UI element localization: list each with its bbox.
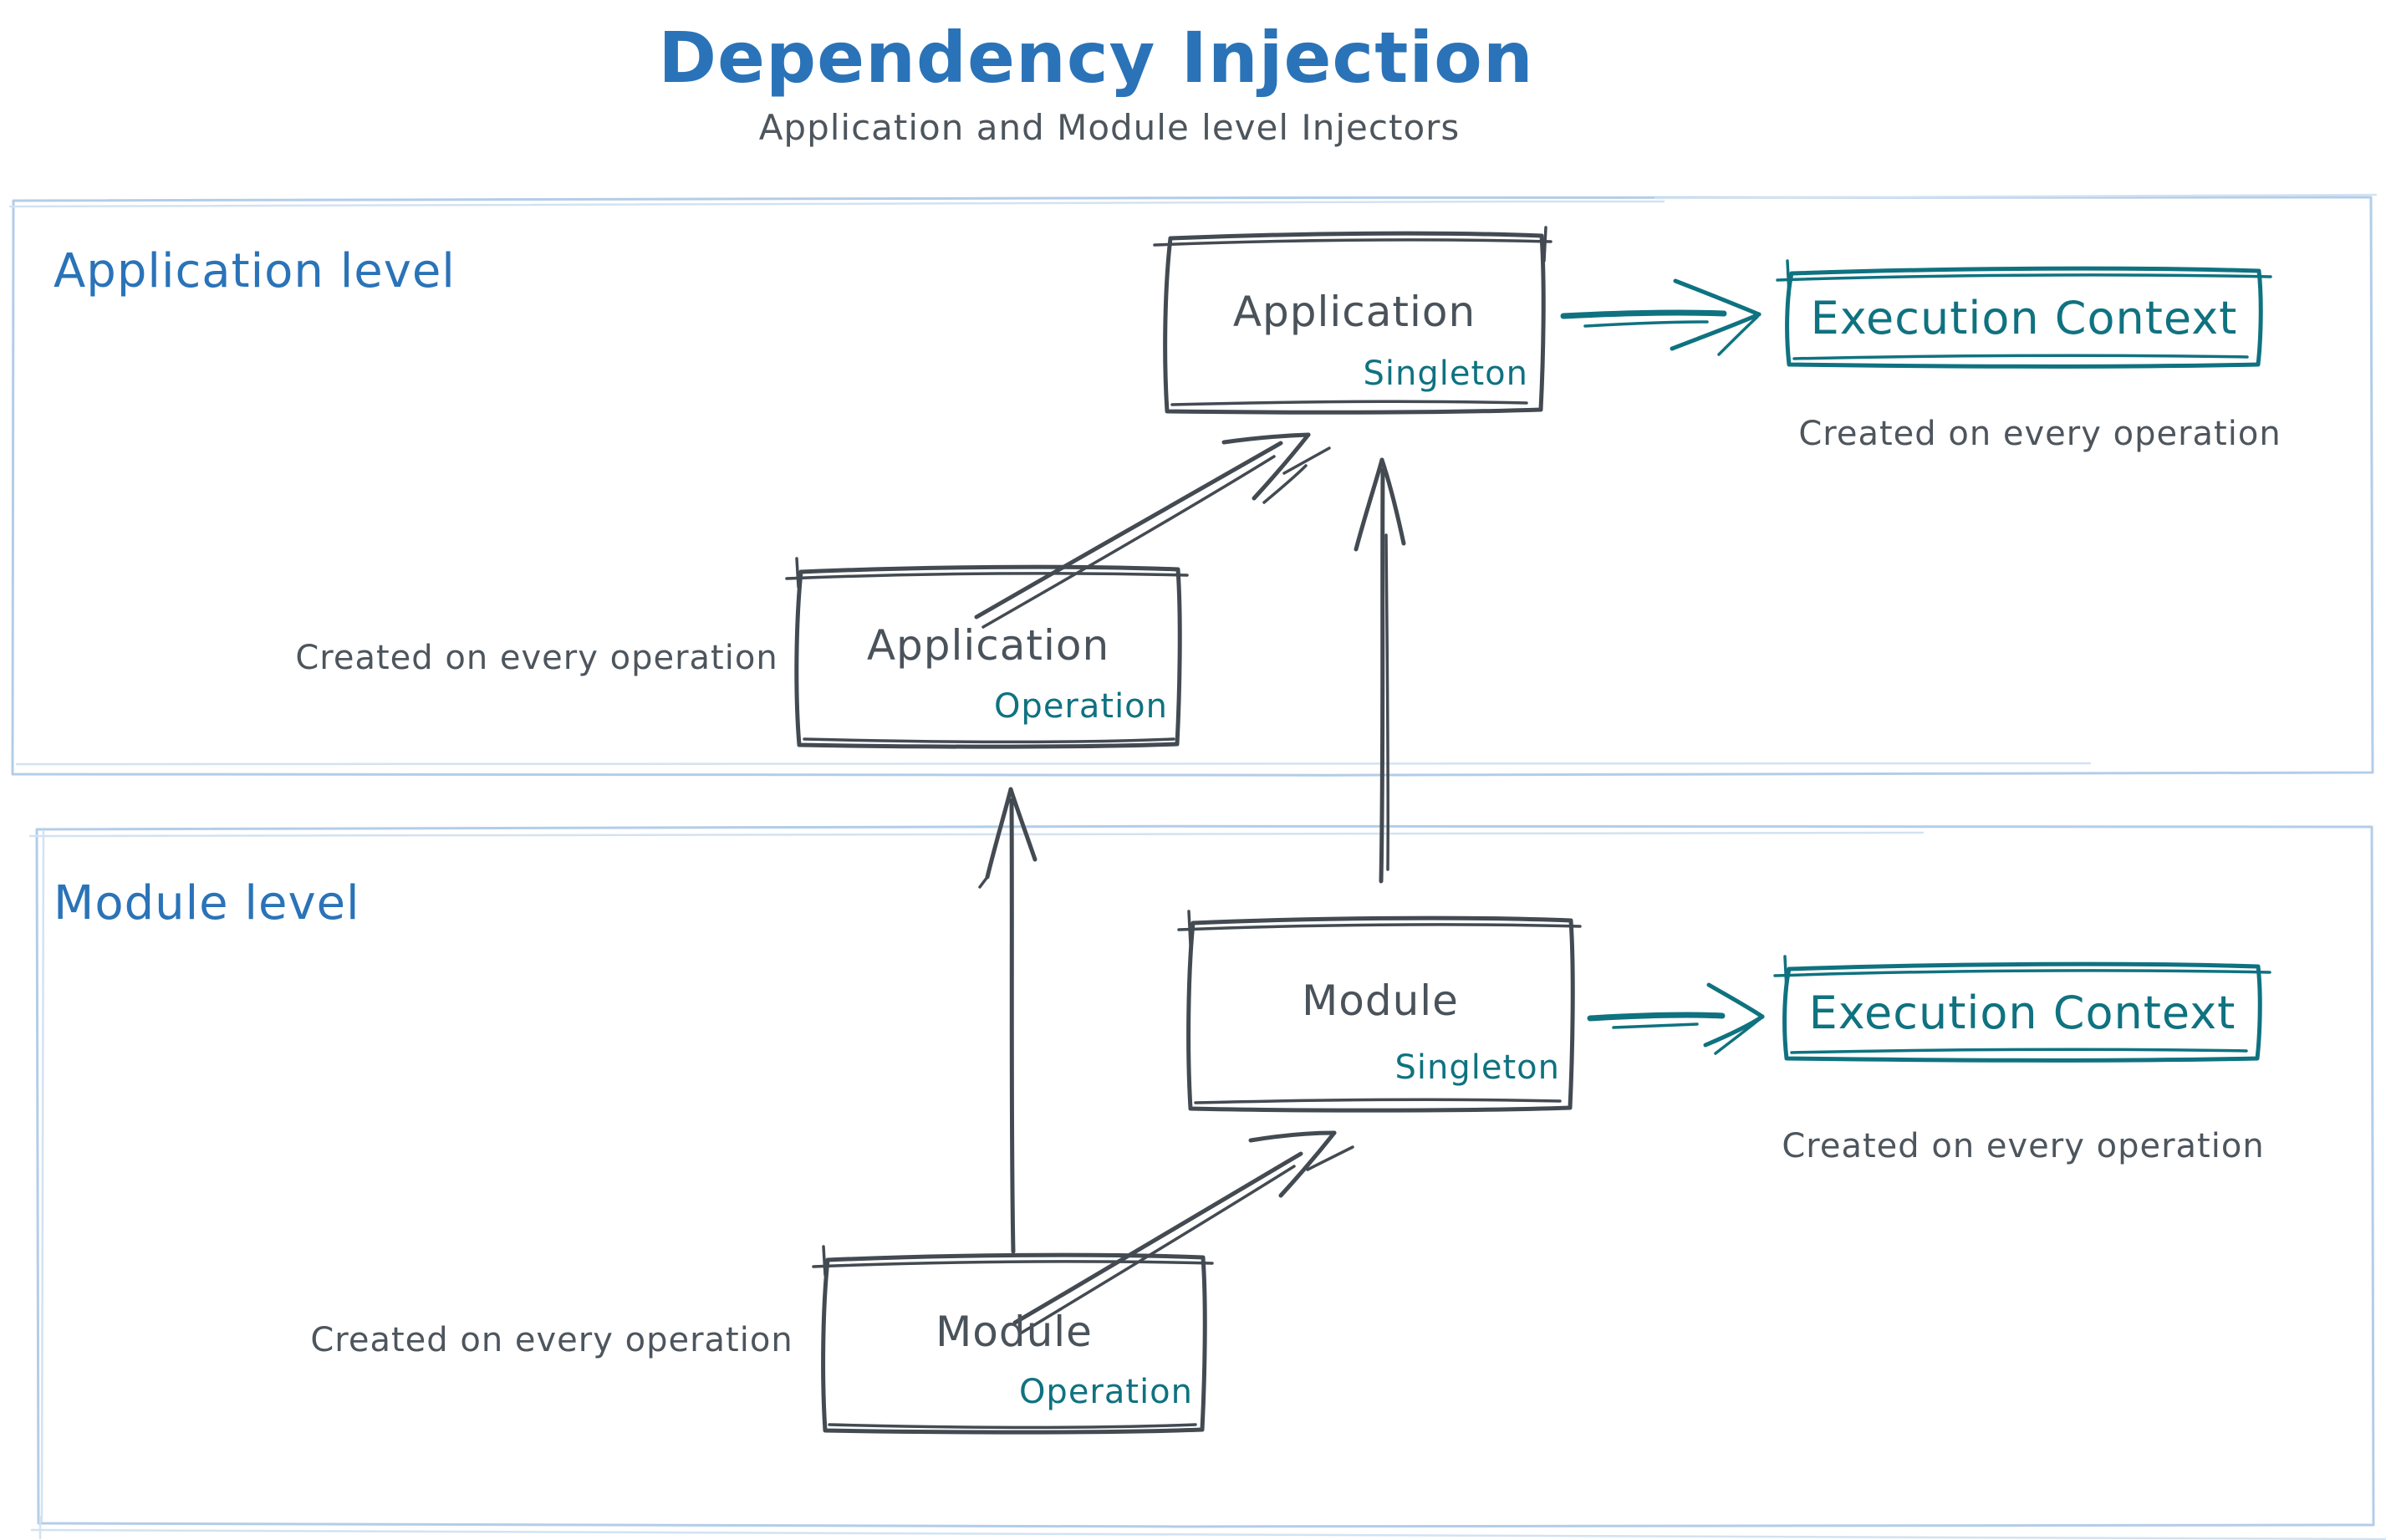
diagram-subtitle: Application and Module level Injectors xyxy=(758,107,1461,148)
module-singleton-box xyxy=(1177,910,1582,1113)
execution-context-module-label: Execution Context xyxy=(1808,986,2236,1039)
app-singleton-box xyxy=(1153,226,1552,415)
execution-context-app-box xyxy=(1776,259,2272,369)
arrow-module-singleton-to-app-singleton xyxy=(1354,457,1406,884)
app-singleton-scope: Singleton xyxy=(1363,354,1528,393)
app-singleton-label: Application xyxy=(1232,288,1476,336)
app-operation-scope: Operation xyxy=(993,687,1168,726)
execution-context-app-label: Execution Context xyxy=(1810,291,2238,344)
arrow-app-operation-to-app-singleton xyxy=(974,432,1331,629)
module-operation-scope: Operation xyxy=(1018,1373,1193,1411)
module-level-label: Module level xyxy=(54,876,360,931)
arrow-module-operation-to-module-singleton xyxy=(1012,1130,1354,1334)
application-level-label: Application level xyxy=(54,244,456,298)
arrow-module-singleton-to-execution-context xyxy=(1587,982,1765,1055)
caption-execution-context-module: Created on every operation xyxy=(1782,1127,2265,1165)
module-operation-label: Module xyxy=(936,1307,1093,1356)
diagram-title: Dependency Injection xyxy=(658,17,1534,99)
execution-context-module-box xyxy=(1773,955,2271,1063)
caption-app-operation: Created on every operation xyxy=(295,639,778,677)
caption-execution-context-app: Created on every operation xyxy=(1798,415,2281,453)
caption-module-operation: Created on every operation xyxy=(310,1321,793,1359)
arrow-module-operation-to-app-operation xyxy=(978,787,1038,1254)
module-singleton-scope: Singleton xyxy=(1394,1048,1560,1087)
arrow-app-singleton-to-execution-context xyxy=(1560,278,1761,356)
module-operation-box xyxy=(812,1245,1214,1435)
app-operation-box xyxy=(785,557,1189,749)
module-singleton-label: Module xyxy=(1302,977,1459,1025)
app-operation-label: Application xyxy=(866,621,1110,670)
